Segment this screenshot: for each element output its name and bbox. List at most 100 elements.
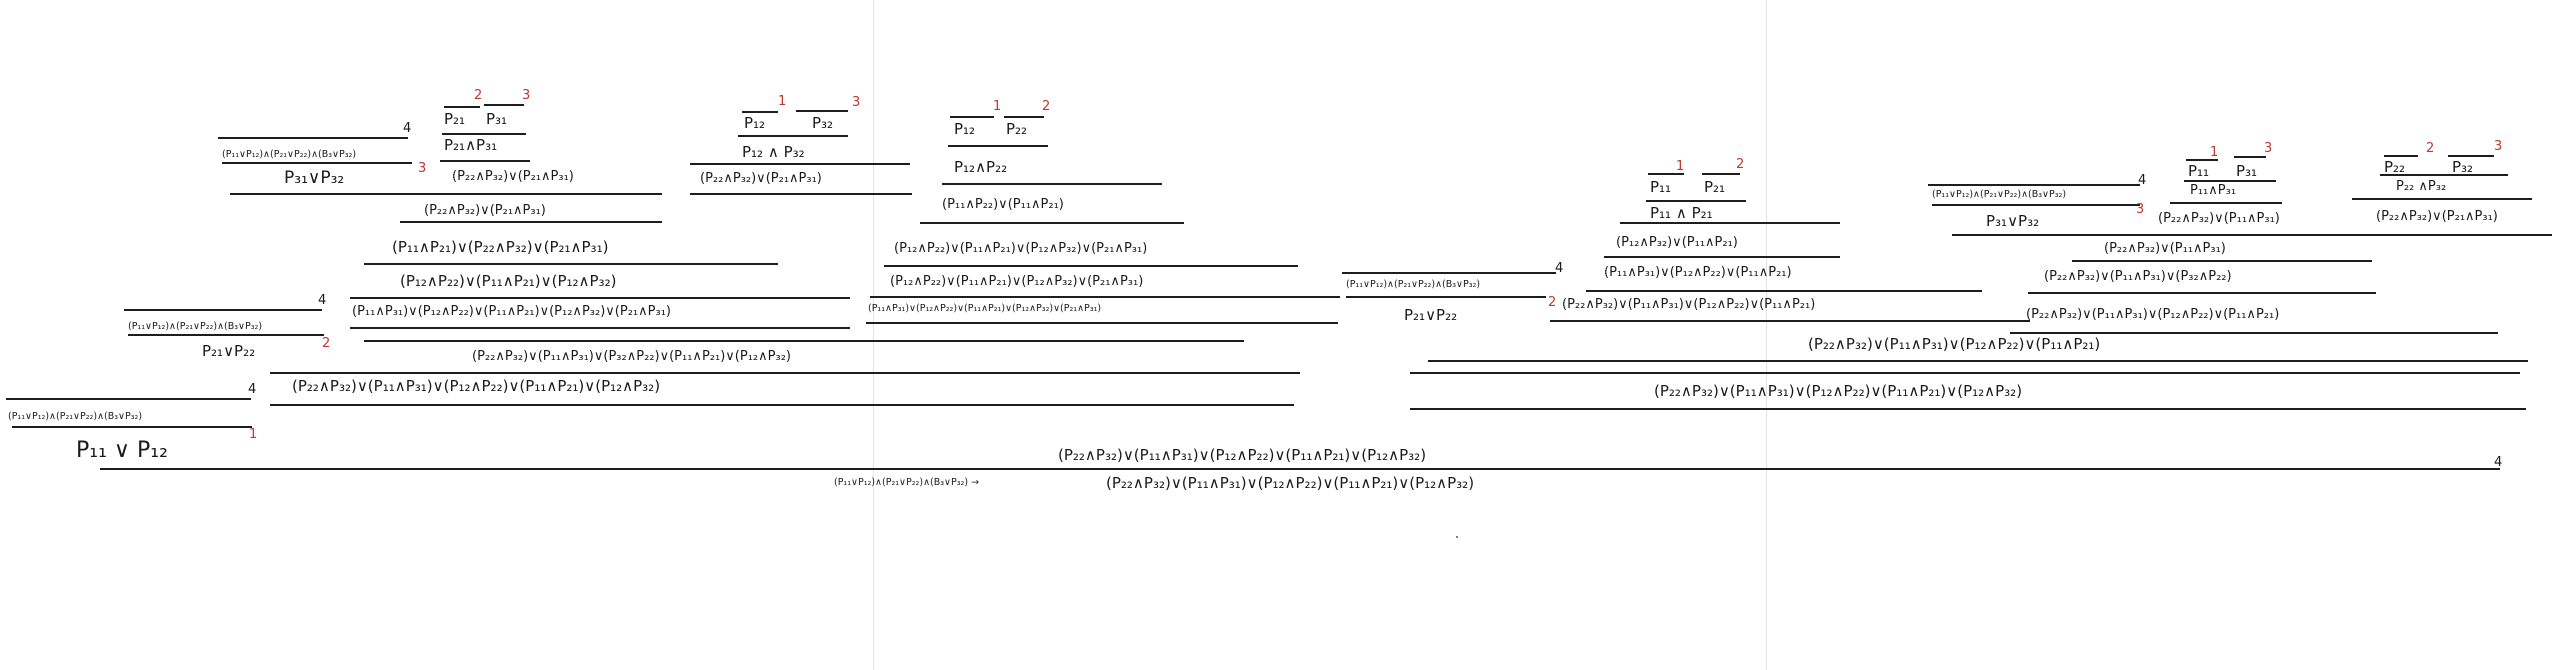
annotation-2: 2 bbox=[322, 336, 331, 351]
annotation-1: 1 bbox=[993, 99, 1002, 114]
annotation-2: 2 bbox=[2426, 141, 2435, 156]
inference-line bbox=[1410, 408, 2526, 410]
premise-formula: (P₁₁∨P₁₂)∧(P₂₁∨P₂₂)∧(B₃∨P₃₂) bbox=[222, 149, 357, 160]
formula-full-mixed: (P₂₂∧P₃₂)∨(P₁₁∧P₃₁)∨(P₁₂∧P₂₂)∨(P₁₁∧P₂₁)∨… bbox=[292, 377, 661, 395]
annotation-2: 2 bbox=[474, 88, 483, 103]
rule-label-4: 4 bbox=[318, 293, 327, 308]
annotation-3: 3 bbox=[852, 95, 861, 110]
formula-b2: (P₂₂∧P₃₂)∨(P₂₁∧P₃₁) bbox=[452, 169, 574, 184]
conclusion-formula: (P₂₂∧P₃₂)∨(P₁₁∧P₃₁)∨(P₁₂∧P₂₂)∨(P₁₁∧P₂₁)∨… bbox=[1106, 474, 1475, 492]
inference-line bbox=[270, 404, 1294, 406]
formula-b2: (P₂₂∧P₃₂)∨(P₂₁∧P₃₁) bbox=[424, 203, 546, 218]
negation-bar bbox=[444, 106, 480, 108]
annotation-2: 2 bbox=[1548, 295, 1557, 310]
inference-line bbox=[442, 133, 526, 135]
inference-line bbox=[400, 221, 662, 223]
inference-line bbox=[2380, 174, 2508, 176]
negation-bar bbox=[484, 104, 524, 106]
inference-line bbox=[690, 163, 910, 165]
stray-dot bbox=[1456, 536, 1458, 538]
inference-line bbox=[12, 426, 252, 428]
annotation-3: 3 bbox=[2136, 202, 2145, 217]
inference-line bbox=[218, 137, 408, 139]
annotation-1: 1 bbox=[249, 427, 258, 442]
rule-label-4: 4 bbox=[403, 121, 412, 136]
formula-b2: (P₂₂∧P₃₂)∨(P₂₁∧P₃₁) bbox=[700, 171, 822, 186]
inference-line bbox=[1410, 372, 2520, 374]
conj-p11-p21: P₁₁ ∧ P₂₁ bbox=[1650, 204, 1713, 222]
formula-g: (P₁₂∧P₂₂)∨(P₁₁∧P₂₁)∨(P₁₂∧P₃₂) bbox=[400, 272, 617, 290]
rule-label-4: 4 bbox=[248, 382, 257, 397]
leaf-p12: P₁₂ bbox=[954, 120, 976, 138]
formula-j: (P₁₂∧P₃₂)∨(P₁₁∧P₂₁) bbox=[1616, 235, 1738, 250]
formula-l: (P₂₂∧P₃₂)∨(P₁₁∧P₃₁)∨(P₁₂∧P₂₂)∨(P₁₁∧P₂₁) bbox=[1808, 335, 2101, 353]
annotation-1: 1 bbox=[2210, 145, 2219, 160]
inference-line bbox=[2184, 180, 2276, 182]
negation-bar bbox=[950, 116, 994, 118]
formula-d: (P₁₂∧P₂₂)∨(P₁₁∧P₂₁)∨(P₁₂∧P₃₂)∨(P₂₁∧P₃₁) bbox=[894, 241, 1148, 256]
inference-line bbox=[230, 193, 662, 195]
inference-line bbox=[270, 372, 1300, 374]
annotation-3: 3 bbox=[2494, 139, 2503, 154]
negation-bar bbox=[796, 110, 848, 112]
inference-line bbox=[350, 297, 850, 299]
inference-line bbox=[920, 222, 1184, 224]
negation-bar bbox=[2384, 155, 2418, 157]
inference-line bbox=[884, 265, 1298, 267]
annotation-2: 2 bbox=[1042, 99, 1051, 114]
inference-line bbox=[2352, 198, 2532, 200]
inference-line bbox=[942, 183, 1162, 185]
leaf-p31: P₃₁ bbox=[2236, 162, 2258, 180]
rule-label-4: 4 bbox=[2138, 173, 2147, 188]
annotation-1: 1 bbox=[778, 94, 787, 109]
inference-line bbox=[738, 135, 848, 137]
premise-formula: (P₁₁∨P₁₂)∧(P₂₁∨P₂₂)∧(B₃∨P₃₂) bbox=[128, 321, 263, 332]
annotation-3: 3 bbox=[522, 88, 531, 103]
premise-formula: (P₁₁∨P₁₂)∧(P₂₁∨P₂₂)∧(B₃∨P₃₂) bbox=[8, 411, 143, 422]
inference-line bbox=[2010, 332, 2498, 334]
annotation-2: 2 bbox=[1736, 157, 1745, 172]
leaf-p11: P₁₁ bbox=[1650, 178, 1672, 196]
annotation-3: 3 bbox=[2264, 141, 2273, 156]
inference-line bbox=[2170, 202, 2282, 204]
inference-line bbox=[870, 296, 1340, 298]
conj-p12-p22: P₁₂∧P₂₂ bbox=[954, 158, 1008, 176]
leaf-p22: P₂₂ bbox=[1006, 120, 1028, 138]
inference-line bbox=[364, 263, 778, 265]
page-divider-left bbox=[873, 0, 874, 670]
negation-bar bbox=[2234, 156, 2266, 158]
formula-e: (P₁₁∧P₃₁)∨(P₁₂∧P₂₂)∨(P₁₁∧P₂₁)∨(P₁₂∧P₃₂)∨… bbox=[868, 303, 1102, 314]
inference-line bbox=[690, 193, 912, 195]
final-inference-line bbox=[100, 468, 2500, 470]
premise-formula: (P₁₁∨P₁₂)∧(P₂₁∨P₂₂)∧(B₃∨P₃₂) bbox=[1346, 279, 1481, 290]
inference-line bbox=[1952, 234, 2552, 236]
inference-line bbox=[1604, 256, 1840, 258]
page-divider-right bbox=[1766, 0, 1767, 670]
formula-l: (P₂₂∧P₃₂)∨(P₁₁∧P₃₁)∨(P₁₂∧P₂₂)∨(P₁₁∧P₂₁) bbox=[1562, 297, 1816, 312]
inference-line bbox=[1342, 272, 1556, 274]
formula-p: (P₂₂∧P₃₂)∨(P₁₁∧P₃₁)∨(P₃₂∧P₂₂) bbox=[2044, 269, 2232, 284]
inference-line bbox=[128, 334, 324, 336]
conj-p12-p32: P₁₂ ∧ P₃₂ bbox=[742, 143, 805, 161]
inference-line bbox=[124, 309, 322, 311]
leaf-p21: P₂₁ bbox=[1704, 178, 1726, 196]
inference-line bbox=[222, 162, 412, 164]
leaf-p11: P₁₁ bbox=[2188, 162, 2210, 180]
formula-full-v1: (P₂₂∧P₃₂)∨(P₁₁∧P₃₁)∨(P₃₂∧P₂₂)∨(P₁₁∧P₂₁)∨… bbox=[472, 349, 791, 364]
inference-line bbox=[1586, 290, 1982, 292]
leaf-p32: P₃₂ bbox=[2452, 158, 2474, 176]
formula-n: (P₂₂∧P₃₂)∨(P₂₁∧P₃₁) bbox=[2376, 209, 2498, 224]
inference-line bbox=[948, 145, 1048, 147]
inference-line bbox=[440, 160, 530, 162]
formula-i: (P₁₁∧P₃₁)∨(P₁₂∧P₂₂)∨(P₁₁∧P₂₁)∨(P₁₂∧P₃₂)∨… bbox=[352, 304, 671, 319]
inference-line bbox=[350, 327, 850, 329]
inference-line bbox=[1346, 296, 1546, 298]
negation-bar bbox=[1702, 173, 1740, 175]
inference-line bbox=[364, 340, 1244, 342]
axiom-p21-or-p22: P₂₁∨P₂₂ bbox=[1404, 306, 1458, 324]
formula-o: (P₂₂∧P₃₂)∨(P₁₁∧P₃₁) bbox=[2158, 211, 2280, 226]
leaf-p12: P₁₂ bbox=[744, 114, 766, 132]
formula-c: (P₁₁∧P₂₁)∨(P₂₂∧P₃₂)∨(P₂₁∧P₃₁) bbox=[392, 238, 609, 256]
final-formula: (P₂₂∧P₃₂)∨(P₁₁∧P₃₁)∨(P₁₂∧P₂₂)∨(P₁₁∧P₂₁)∨… bbox=[1058, 446, 1427, 464]
rule-label-4: 4 bbox=[1555, 261, 1564, 276]
